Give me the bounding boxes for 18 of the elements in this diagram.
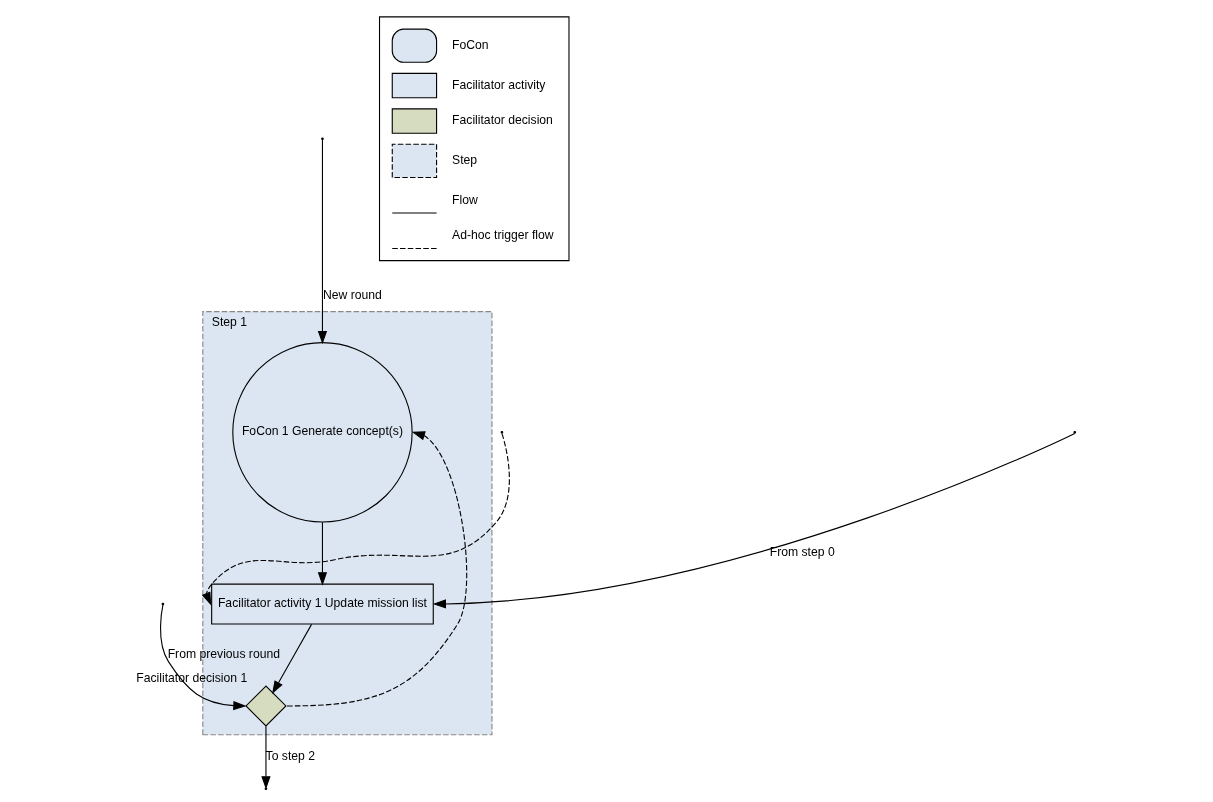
arrow [286,431,468,707]
legend-label: Flow [452,192,478,207]
node-circle: FoCon 1 Generate concept(s) [232,342,413,523]
edge-label: From previous round [167,647,281,662]
legend-label: Ad-hoc trigger flow [452,228,554,243]
legend-label: Facilitator decision [452,113,553,128]
node-box: Facilitator activity 1 Update mission list [211,583,434,625]
arrow [317,521,328,586]
arrow [272,623,313,695]
edge-label: New round [322,288,382,303]
arrow [432,432,1076,609]
arrow [317,139,328,345]
legend-label: Facilitator activity [452,77,546,92]
edge-label: From step 0 [769,545,835,560]
node-diamond [245,685,287,727]
legend-label: FoCon [452,37,489,52]
legend-label: Step [452,153,478,168]
arrow [201,433,510,606]
